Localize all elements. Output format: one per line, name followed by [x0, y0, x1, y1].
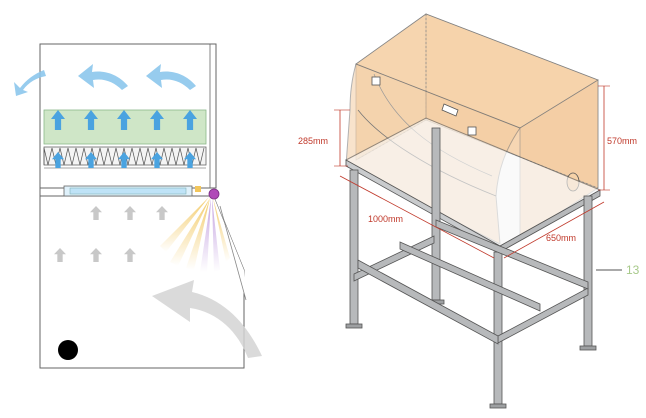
- dimension-width: 1000mm: [339, 175, 495, 259]
- metal-stand: [345, 127, 597, 409]
- arrow-icon: [85, 152, 97, 168]
- dot-icon: [58, 340, 78, 360]
- arrow-icon: [90, 248, 102, 262]
- arrow-icon: [117, 110, 131, 130]
- arrow-icon: [118, 152, 130, 168]
- arrow-icon: [124, 206, 136, 220]
- dimension-hood-height: 570mm: [598, 85, 637, 191]
- inflow-arrows: [54, 206, 168, 262]
- arrow-icon: [150, 110, 164, 130]
- arrow-icon: [51, 110, 65, 130]
- dimension-label: 1000mm: [368, 214, 403, 224]
- lamp-icon: [208, 188, 220, 200]
- arrow-icon: [183, 110, 197, 130]
- arrow-icon: [156, 206, 168, 220]
- stand-rail: [399, 241, 541, 312]
- cabinet-cross-section: [14, 43, 262, 369]
- hood-isometric: 285mm 570mm 1000mm 650mm 13: [298, 13, 640, 409]
- room-air-arrow-icon: [152, 280, 262, 358]
- dimension-label: 570mm: [607, 136, 637, 146]
- uv-lamp: [160, 188, 246, 300]
- stand-rail: [357, 259, 499, 345]
- dimension-depth: 650mm: [503, 201, 605, 259]
- exhaust-arrow-icon: [14, 70, 46, 96]
- arrow-icon: [151, 152, 163, 168]
- stand-leg: [493, 251, 503, 405]
- hinge-left: [371, 76, 381, 86]
- arrow-icon: [184, 152, 196, 168]
- airflow-up-arrows: [51, 110, 197, 168]
- dimension-label: 285mm: [298, 136, 328, 146]
- stand-rail: [435, 219, 589, 290]
- stand-leg: [583, 195, 593, 347]
- arrow-icon: [52, 152, 64, 168]
- stand-leg: [349, 169, 359, 325]
- exhaust-arrow-icon: [78, 64, 128, 90]
- hinge-right: [467, 126, 477, 136]
- callout-13: 13: [596, 263, 640, 277]
- callout-number: 13: [626, 263, 640, 277]
- stand-leg: [431, 127, 441, 301]
- exhaust-arrows: [14, 64, 196, 96]
- arrow-icon: [54, 248, 66, 262]
- exhaust-arrow-icon: [146, 64, 196, 90]
- arrow-icon: [84, 110, 98, 130]
- arrow-icon: [90, 206, 102, 220]
- arrow-icon: [124, 248, 136, 262]
- dimension-label: 650mm: [546, 233, 576, 243]
- dimension-sash-height: 285mm: [298, 109, 350, 167]
